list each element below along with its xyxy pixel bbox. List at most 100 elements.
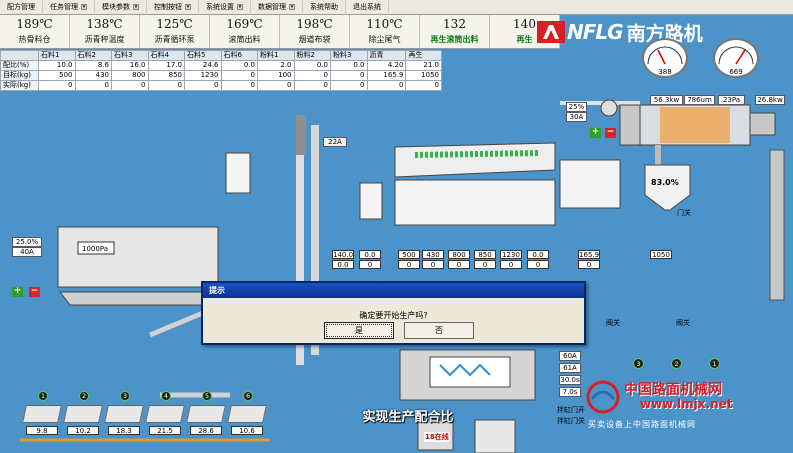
dust-gate-label: 门关 [677,209,691,217]
chevron-down-icon: ▾ [289,3,295,10]
table-cell[interactable]: 0 [184,80,222,91]
table-cell[interactable]: 2.0 [257,60,295,71]
recycle-bin-number: 3 [633,358,644,369]
table-cell[interactable]: 165.9 [366,70,407,81]
brand-cn: 南方路机 [626,22,703,45]
column-header: 石料3 [111,50,149,61]
table-cell[interactable]: 1050 [405,70,442,81]
cold-bin[interactable] [145,405,185,423]
no-button[interactable]: 否 [404,322,474,339]
table-cell[interactable]: 8.6 [74,60,112,71]
table-cell[interactable]: 1230 [184,70,222,81]
table-cell[interactable]: 430 [74,70,112,81]
menu-item-6[interactable]: 数据管理▾ [251,0,303,15]
menu-item-5[interactable]: 系统设置▾ [199,0,251,15]
mixer-door-closed-label: 拌缸门关 [557,417,585,425]
menu-item-8[interactable]: 退出系统 [346,0,389,15]
table-cell[interactable]: 0 [330,80,368,91]
column-header: 再生 [405,50,442,61]
menu-item-label: 模块参数 [102,2,130,11]
cold-bin[interactable] [227,405,267,423]
table-cell[interactable]: 0 [111,80,149,91]
table-cell[interactable]: 0 [74,80,112,91]
menu-item-3[interactable]: 模块参数▾ [95,0,147,15]
table-cell[interactable]: 0 [220,70,258,81]
cold-bin-number: 1 [38,391,48,401]
menu-item-label: 系统帮助 [310,2,338,11]
table-cell[interactable]: 4.20 [366,60,407,71]
cold-bin-feed-value: 18.3 [108,426,140,435]
table-cell[interactable]: 0 [330,70,368,81]
table-cell[interactable]: 0 [38,80,76,91]
table-cell[interactable]: 800 [111,70,149,81]
fan-pct-readout: 25% [566,102,587,112]
yes-button[interactable]: 是 [324,322,394,339]
column-header: 石料6 [220,50,258,61]
temperature-label: 除尘尾气 [368,35,401,44]
table-cell[interactable]: 0 [220,80,258,91]
table-cell[interactable]: 24.6 [184,60,222,71]
mixer-readout-4: 7.0s [559,387,581,397]
cold-bin[interactable] [63,405,103,423]
burner-minus-button[interactable]: − [605,127,616,138]
cold-bin-number: 4 [161,391,171,401]
gate-label-1: 阀关 [606,319,620,327]
dryer-plus-button[interactable]: + [12,286,23,297]
gauge-dial-icon [718,46,754,65]
temperature-label: 再生 [516,35,533,44]
menu-item-4[interactable]: 控制按钮▾ [147,0,199,15]
dryer-pressure-readout: 1000Pa [82,245,109,253]
dryer-pct-readout: 25.0% [12,237,42,247]
cold-bin-feed-value: 28.6 [190,426,222,435]
table-cell[interactable]: 500 [38,70,76,81]
cold-bin[interactable] [186,405,226,423]
row-label: 配比(%) [0,60,39,71]
menu-item-2[interactable]: 任务管理▾ [43,0,95,15]
table-cell[interactable]: 0 [257,80,295,91]
weigh-actual-value: 0 [448,260,470,269]
table-cell[interactable]: 0 [405,80,442,91]
row-label: 目标(kg) [0,70,39,81]
table-cell[interactable]: 21.0 [405,60,442,71]
burner-plus-button[interactable]: + [590,127,601,138]
table-cell[interactable]: 0.0 [293,60,331,71]
cold-bin-feed-value: 10.2 [67,426,99,435]
table-cell[interactable]: 0 [366,80,407,91]
table-cell[interactable]: 0.0 [330,60,368,71]
menu-item-7[interactable]: 系统帮助 [303,0,346,15]
gauge-value-2: 669 [729,68,743,76]
table-cell[interactable]: 17.0 [147,60,185,71]
menu-item-label: 系统设置 [206,2,234,11]
mixer-readout-3: 30.0s [559,375,581,385]
watermark-line-2: www.lmjx.net [640,397,733,411]
table-cell[interactable]: 0.0 [220,60,258,71]
table-cell[interactable]: 16.0 [111,60,149,71]
temperature-value: 198℃ [296,17,333,31]
menu-item-1[interactable]: 配方管理 [0,0,43,15]
mixer-readout-2: 61A [559,363,581,373]
temperature-value: 132 [443,17,466,31]
weigh-actual-value: 0 [527,260,549,269]
table-cell[interactable]: 0 [293,80,331,91]
cold-bin[interactable] [22,405,62,423]
table-cell[interactable]: 850 [147,70,185,81]
cold-bin[interactable] [104,405,144,423]
temperature-label: 沥青秤温度 [84,35,125,44]
burner-readout-1: 56.3kw [650,95,683,105]
mixer-readout-1: 60A [559,351,581,361]
table-cell[interactable]: 0 [147,80,185,91]
temperature-value: 138℃ [86,17,123,31]
table-cell[interactable]: 10.0 [38,60,76,71]
table-cell[interactable]: 0 [293,70,331,81]
burner-readout-3: 23Pa [718,95,745,105]
dryer-minus-button[interactable]: − [29,286,40,297]
temperature-value: 169℃ [226,17,263,31]
column-header: 粉料2 [293,50,331,61]
table-cell[interactable]: 100 [257,70,295,81]
